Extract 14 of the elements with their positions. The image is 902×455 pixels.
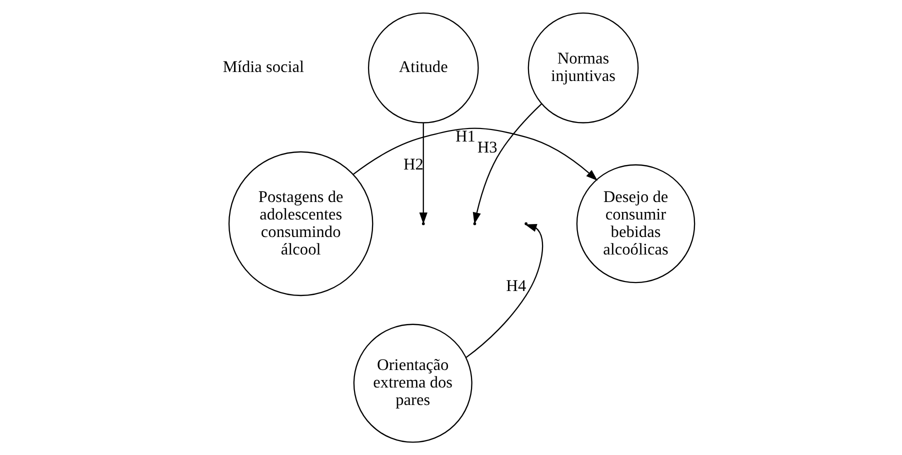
node-circle: Orientação extrema dos pares bbox=[352, 324, 472, 443]
edge-label: H4 bbox=[506, 276, 526, 296]
arrow bbox=[418, 123, 427, 224]
node-circle: Postagens de adolescentes consumindo álcool bbox=[228, 151, 373, 296]
arrow bbox=[465, 224, 543, 358]
node-circle: Normas injuntivas bbox=[527, 12, 638, 124]
arrow bbox=[352, 128, 598, 181]
node-circle: Atitude bbox=[367, 12, 478, 124]
edge-label: H1 bbox=[455, 126, 475, 146]
label: Mídia social bbox=[222, 57, 304, 76]
arrow bbox=[472, 104, 542, 224]
node-circle: Desejo de consumir bebidas alcoólicas bbox=[576, 164, 695, 284]
edge-label: H3 bbox=[476, 138, 497, 157]
edge-label: H2 bbox=[402, 154, 423, 174]
